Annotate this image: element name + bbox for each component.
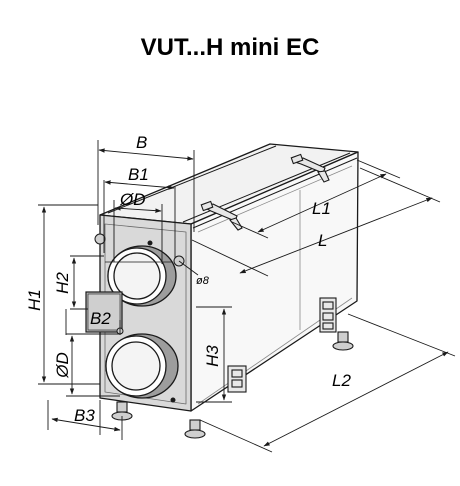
label-b2: B2 — [90, 309, 111, 328]
label-b3: B3 — [74, 406, 95, 425]
dim-l — [239, 197, 433, 274]
mounting-screws — [94, 233, 185, 403]
label-hole: ø8 — [196, 275, 210, 287]
duct-lower — [105, 333, 179, 399]
dim-d-top — [114, 206, 162, 213]
label-d-top: ØD — [119, 190, 146, 209]
label-l2: L2 — [332, 371, 351, 390]
dim-b3 — [51, 417, 121, 432]
label-l1: L1 — [312, 199, 331, 218]
b2-block — [85, 291, 123, 333]
dim-b1 — [104, 180, 175, 190]
latch-top-front — [200, 200, 243, 231]
label-l: L — [318, 231, 327, 250]
label-h1: H1 — [25, 289, 44, 311]
latch-side-front — [227, 365, 247, 393]
dimension-labels: B B1 ØD L1 L L2 H1 H2 ØD H3 B2 B3 ø8 — [25, 133, 351, 425]
label-h3: H3 — [203, 345, 222, 367]
diagram-title: VUT...H mini EC — [140, 34, 320, 61]
dimension-lines — [38, 140, 456, 453]
duct-upper — [105, 245, 177, 307]
latch-side-rear — [319, 297, 337, 333]
label-h2: H2 — [53, 272, 72, 294]
dim-l2 — [263, 351, 449, 447]
label-b1: B1 — [128, 165, 149, 184]
label-b: B — [136, 133, 147, 152]
label-d-bottom: ØD — [53, 352, 72, 379]
dim-b — [98, 148, 194, 161]
